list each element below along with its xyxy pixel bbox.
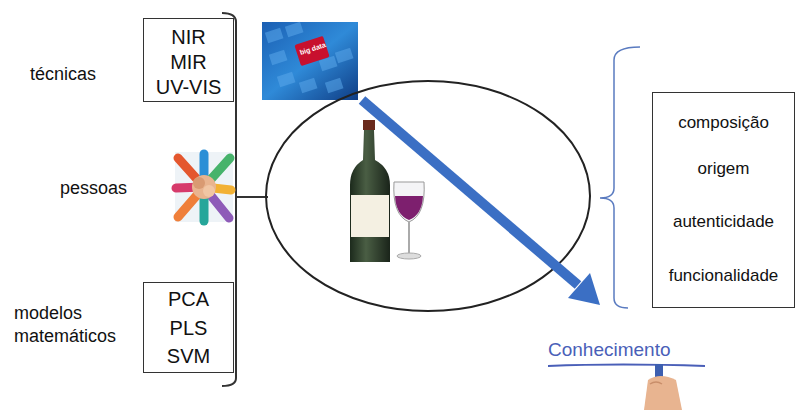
- underline-stroke: [548, 365, 705, 367]
- wine-bottle: [350, 120, 390, 262]
- big-data-image: [262, 22, 358, 100]
- knowledge-label: Conhecimento: [548, 338, 718, 362]
- box-text: PCA: [144, 289, 233, 309]
- box-text: PLS: [144, 318, 233, 338]
- box-text: composição: [653, 114, 794, 131]
- center-ellipse: [266, 81, 590, 311]
- section-label: modelos matemáticos: [14, 302, 132, 347]
- wine-glass: [394, 182, 424, 259]
- box-text: MIR: [144, 52, 233, 72]
- marker-hand: [644, 364, 682, 410]
- box-text: funcionalidade: [653, 267, 794, 284]
- technique-box: NIR MIR UV-VIS: [143, 18, 234, 102]
- box-text: UV-VIS: [144, 77, 233, 97]
- section-label: pessoas: [60, 177, 170, 200]
- box-text: SVM: [144, 346, 233, 366]
- right-bracket: [600, 47, 640, 308]
- knowledge-arrow: [362, 100, 600, 305]
- section-label: técnicas: [30, 63, 140, 86]
- people-image: [175, 152, 233, 222]
- model-box: PCA PLS SVM: [143, 282, 234, 373]
- result-box: composição origem autenticidade funcionalid…: [652, 92, 795, 308]
- box-text: autenticidade: [653, 213, 794, 230]
- box-text: NIR: [144, 27, 233, 47]
- box-text: origem: [653, 160, 794, 177]
